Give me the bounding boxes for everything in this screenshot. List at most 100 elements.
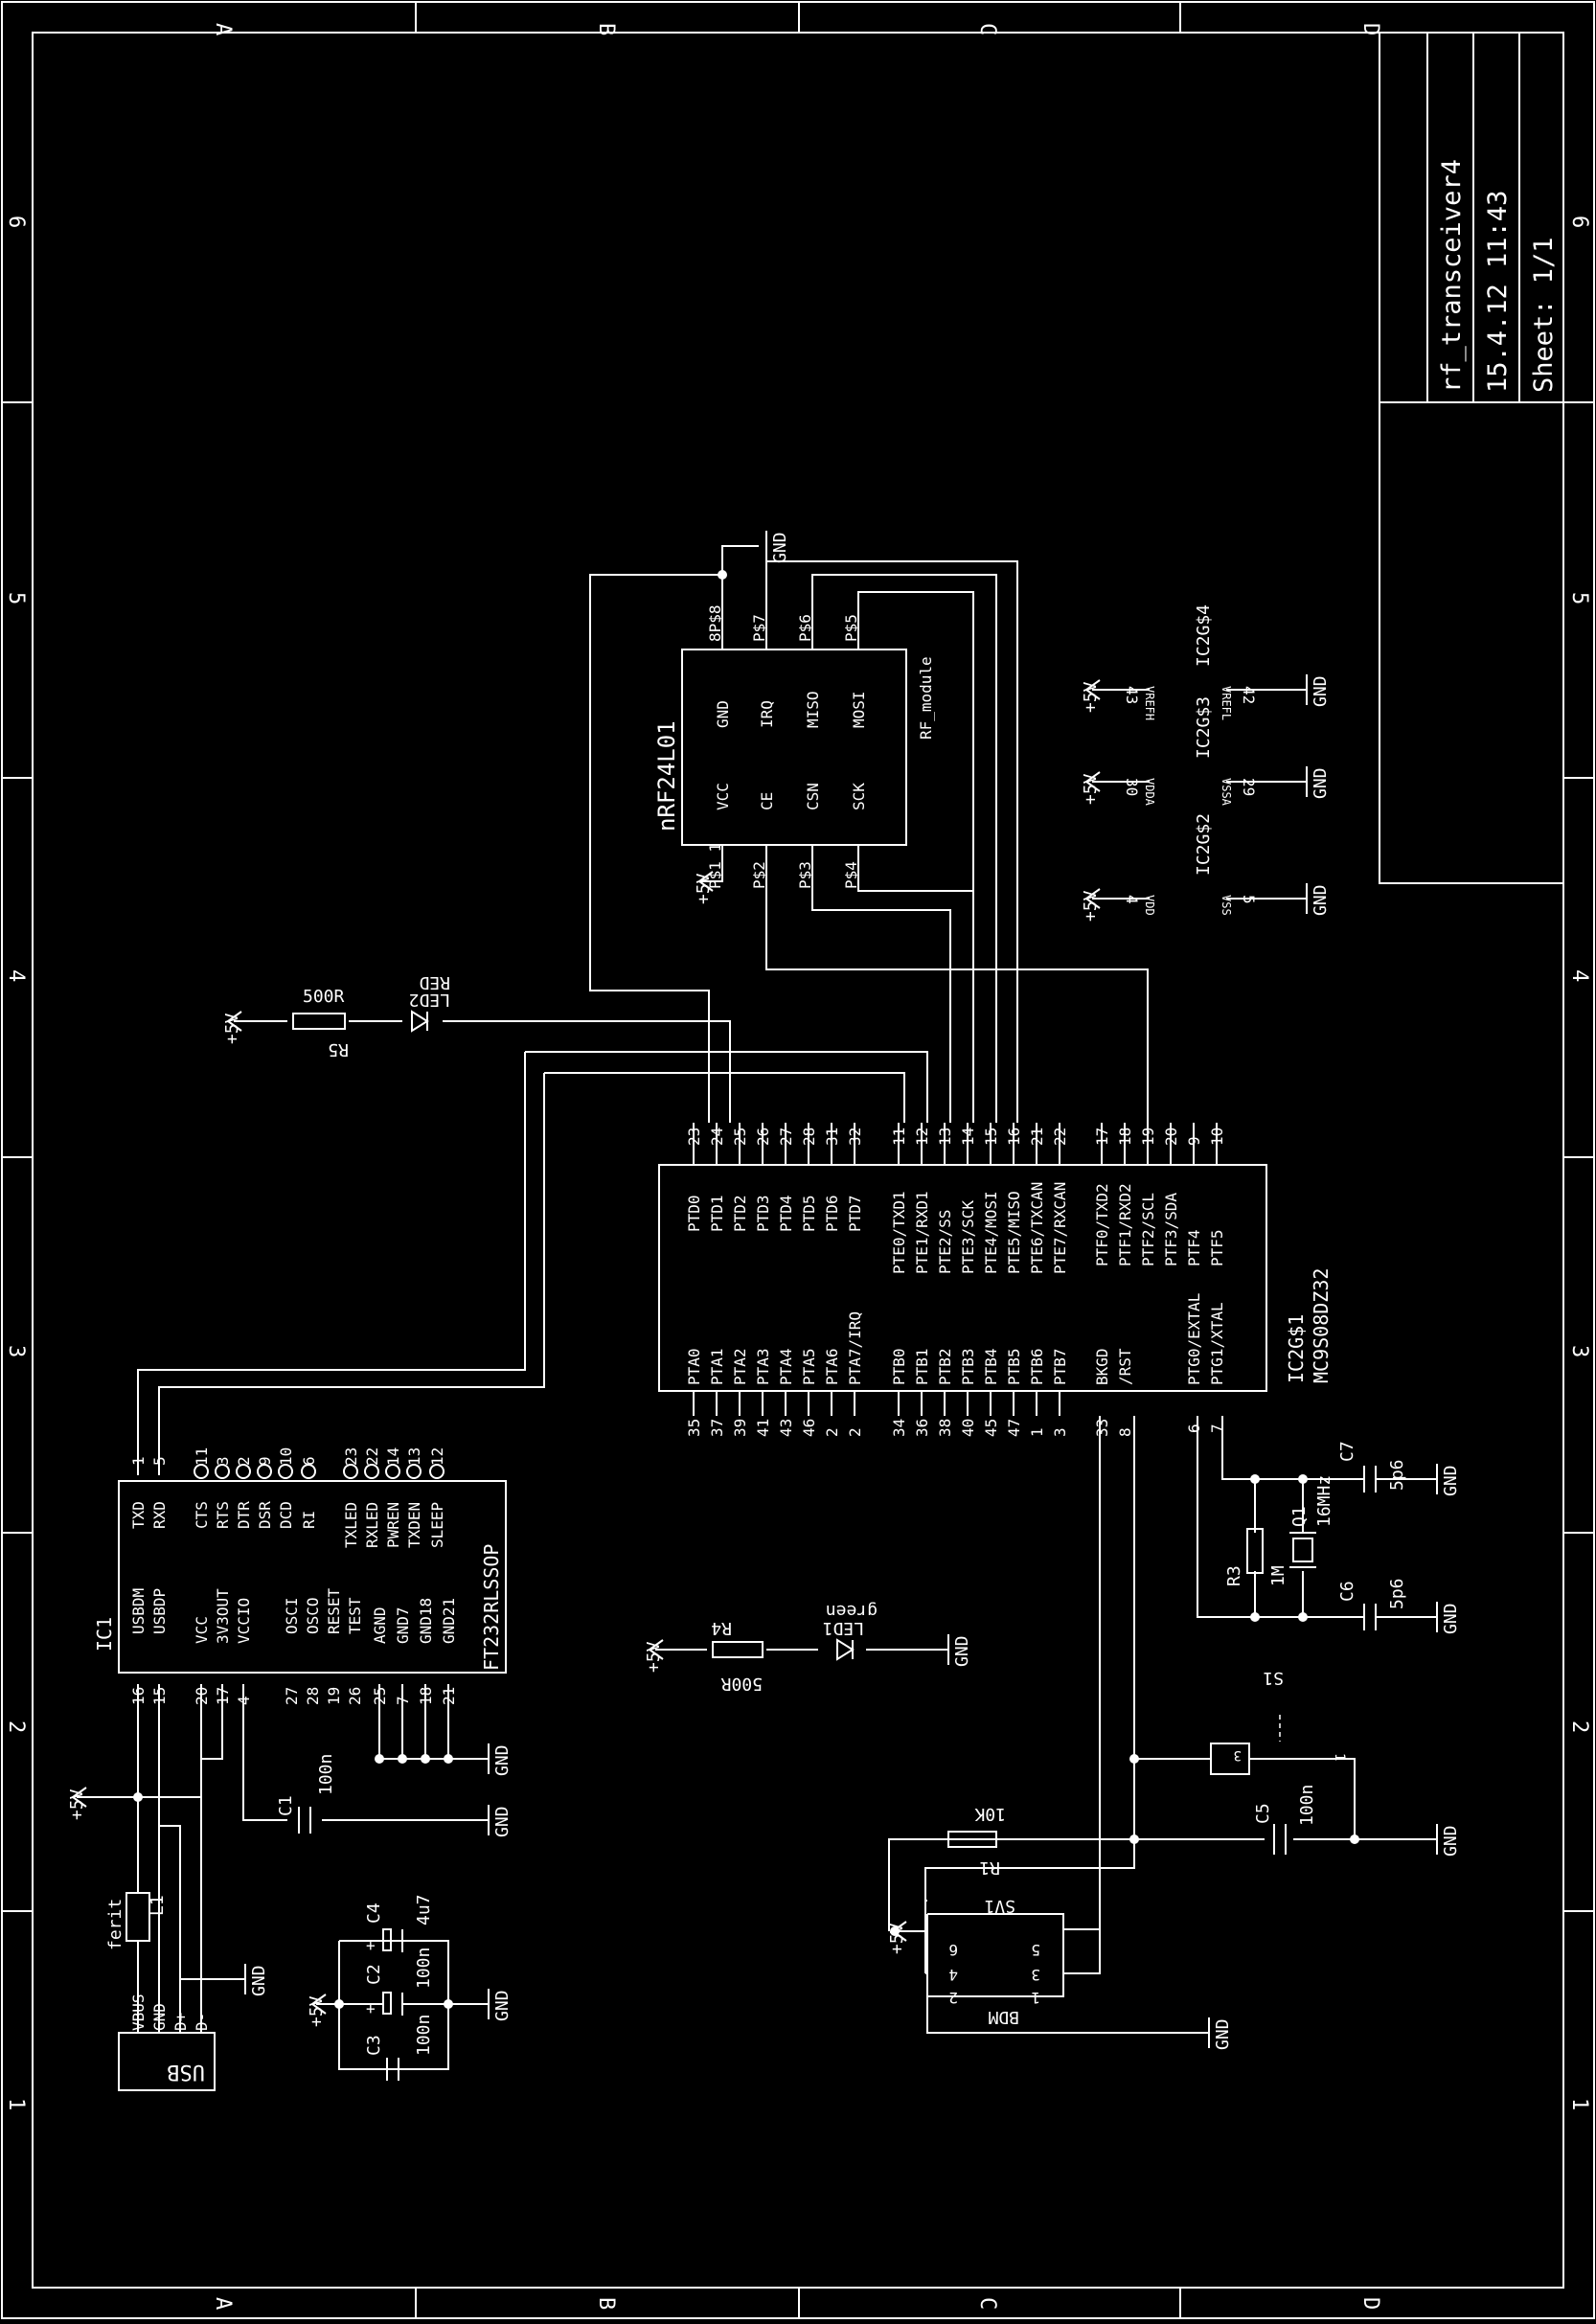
gnd-label-10: GND (1311, 675, 1331, 707)
sv1-pin-4: 3 (1031, 1966, 1040, 1984)
pu-right-num-2: 5 (1240, 895, 1258, 904)
junction-dot-15 (334, 1999, 344, 2009)
mcu-pte-5: PTE5/MISO (1005, 1191, 1023, 1274)
r3-value: 1M (1268, 1565, 1288, 1586)
ftdi-top-m-num-1: 3 (214, 1456, 232, 1466)
sv1-label: BDM (988, 2007, 1019, 2027)
ftdi-part: FT232RLSSOP (480, 1544, 503, 1671)
led1-diode (836, 1638, 855, 1661)
wires (77, 545, 1437, 2070)
mcu-bkgd-num-0: 33 (1093, 1419, 1111, 1437)
c2-value: 100n (414, 1948, 434, 1989)
border-row-4-right: 4 (1567, 969, 1591, 982)
pu-ref-0: IC2G$4 (1194, 604, 1214, 667)
mcu-bkgd-1: /RST (1116, 1348, 1134, 1385)
mcu-pta-5: PTA5 (800, 1348, 818, 1385)
rf-pin-top-2: MISO (804, 691, 822, 728)
rf-pin-top-0: GND (714, 700, 732, 728)
rf-pin-bottom-0: VCC (714, 783, 732, 810)
title-name: rf_transceiver4 (1437, 159, 1467, 393)
r5-value: 500R (303, 987, 345, 1007)
c6-ref: C6 (1337, 1581, 1357, 1602)
mcu-pte-6: PTE6/TXCAN (1028, 1182, 1046, 1274)
vcc-label-3: +5V (67, 1789, 87, 1820)
border-row-5-right: 5 (1567, 592, 1591, 604)
ftdi-top-r-num-1: 22 (363, 1447, 381, 1466)
c3-capacitor (386, 2058, 399, 2081)
pu-ref-2: IC2G$2 (1194, 813, 1214, 876)
vcc-arrow-1 (226, 1011, 242, 1032)
border-col-a-bottom: A (211, 2297, 235, 2310)
pu-left-num-0: 43 (1123, 686, 1141, 704)
ftdi-top-r-1: RXLED (363, 1502, 381, 1548)
ftdi-top-l-num-1: 5 (150, 1456, 169, 1466)
junction-dot-11 (398, 1754, 407, 1764)
gnd-label-25: GND (492, 1806, 513, 1837)
c7-ref: C7 (1337, 1441, 1357, 1462)
gnd-label-22: GND (1441, 1825, 1461, 1857)
ftdi-top-r-num-3: 13 (405, 1447, 423, 1466)
border-row-6-right: 6 (1567, 216, 1591, 228)
ftdi-top-m-num-3: 9 (256, 1456, 274, 1466)
l1-ferrite (125, 1892, 150, 1942)
ftdi-top-m-0: CTS (193, 1501, 211, 1529)
mcu-bkgd-num-1: 8 (1116, 1427, 1134, 1437)
gnd-label-11: GND (1311, 767, 1331, 799)
mcu-ptg-1: PTG1/XTAL (1208, 1302, 1226, 1385)
mcu-ptd-1: PTD1 (708, 1195, 726, 1232)
ftdi-nc-dot-r-0 (343, 1464, 358, 1479)
gnd-label-21: GND (1441, 1603, 1461, 1634)
junction-dot-2 (1298, 1474, 1308, 1484)
ftdi-top-l-1: RXD (150, 1501, 169, 1529)
c1-value: 100n (316, 1754, 336, 1795)
rf-pad-bottom-1: P$2 (750, 861, 768, 889)
ftdi-nc-dot-r-3 (406, 1464, 422, 1479)
mcu-pta-num-0: 35 (685, 1419, 703, 1437)
title-date: 15.4.12 11:43 (1483, 191, 1513, 393)
usb-ref: USB (167, 2060, 205, 2084)
usb-pin-3: D- (193, 2013, 211, 2031)
c4-ref: C4 (364, 1902, 384, 1924)
mcu-ptb-1: PTB1 (913, 1348, 931, 1385)
mcu-ptb-num-7: 3 (1051, 1427, 1069, 1437)
ftdi-top-r-num-2: 14 (384, 1447, 402, 1466)
ftdi-ft232rl: IC1 FT232RLSSOP (93, 1480, 507, 1674)
junction-dot-3 (1250, 1612, 1260, 1622)
ftdi-bot-gnd-num-1: 7 (394, 1696, 412, 1705)
junction-dot-0 (718, 570, 727, 580)
c2-capacitor (382, 1992, 403, 2016)
vcc-label-2: +5V (644, 1641, 664, 1673)
mcu-pta-num-5: 46 (800, 1419, 818, 1437)
ftdi-bot-osc-num-2: 19 (325, 1687, 343, 1705)
pu-right-pin-2: VSS (1220, 895, 1233, 916)
led2-diode (411, 1010, 429, 1033)
junction-dot-4 (1298, 1612, 1308, 1622)
r5-ref: R5 (328, 1039, 349, 1059)
q1-value: 16MHz (1314, 1475, 1334, 1527)
pu-left-pin-0: VREFH (1143, 686, 1156, 720)
c7-value: 5p6 (1387, 1459, 1407, 1491)
c2-plus: + (361, 2004, 379, 2014)
mcu-ptd-0: PTD0 (685, 1195, 703, 1232)
q1-ref: Q1 (1289, 1506, 1310, 1527)
sv1-pin-3: 5 (1031, 1941, 1040, 1959)
r3-ref: R3 (1224, 1565, 1244, 1586)
mcu-ptf-2: PTF2/SCL (1139, 1193, 1157, 1266)
r3-resistor (1246, 1528, 1264, 1574)
mcu-ptf-3: PTF3/SDA (1162, 1193, 1180, 1266)
mcu-ptf-4: PTF4 (1185, 1229, 1203, 1266)
c1-ref: C1 (276, 1795, 296, 1816)
border-col-d-bottom: D (1358, 2297, 1382, 2310)
mcu-ptd-4: PTD4 (777, 1195, 795, 1232)
pu-left-pin-1: VDDA (1143, 778, 1156, 807)
c4-capacitor (382, 1928, 403, 1952)
ftdi-bot-gnd-num-0: 25 (371, 1687, 389, 1705)
mcu-ptb-num-4: 45 (982, 1419, 1000, 1437)
junction-dots (133, 570, 1359, 2009)
ftdi-bot-osc-num-3: 26 (346, 1687, 364, 1705)
mcu-pte-2: PTE2/SS (936, 1210, 954, 1274)
rf-pin-top-1: IRQ (758, 700, 776, 728)
mcu-ptf-0: PTF0/TXD2 (1093, 1183, 1111, 1266)
c6-capacitor (1355, 1604, 1389, 1630)
junction-dot-14 (444, 1999, 453, 2009)
